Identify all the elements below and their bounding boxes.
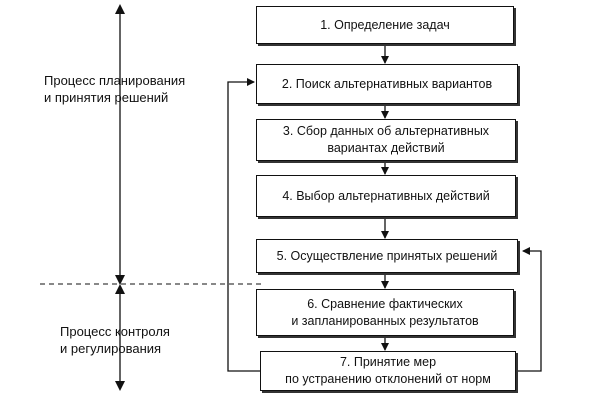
step-7-text-line2: по устранению отклонений от норм <box>285 372 491 386</box>
step-1-text: 1. Определение задач <box>320 17 450 32</box>
step-6-box: 6. Сравнение фактических и запланированн… <box>256 289 514 336</box>
step-7-box: 7. Принятие мер по устранению отклонений… <box>260 351 516 391</box>
feedback-arrow-7-to-2 <box>227 78 260 372</box>
step-3-text-line2: вариантах действий <box>327 141 445 155</box>
step-5-text: 5. Осуществление принятых решений <box>276 248 498 263</box>
control-process-label: Процесс контроля и регулирования <box>60 323 170 357</box>
step-7-text-line1: 7. Принятие мер <box>339 355 437 369</box>
step-4-text: 4. Выбор альтернативных действий <box>282 188 490 203</box>
step-1-box: 1. Определение задач <box>256 6 514 44</box>
planning-process-label: Процесс планирования и принятия решений <box>44 72 185 106</box>
step-2-box: 2. Поиск альтернативных вариантов <box>256 64 518 104</box>
step-4-box: 4. Выбор альтернативных действий <box>256 175 516 217</box>
step-3-box: 3. Сбор данных об альтернативных вариант… <box>256 119 516 161</box>
control-process-label-line1: Процесс контроля <box>60 324 170 339</box>
step-3-text-line1: 3. Сбор данных об альтернативных <box>282 124 490 138</box>
planning-process-label-line1: Процесс планирования <box>44 73 186 88</box>
step-2-text: 2. Поиск альтернативных вариантов <box>281 76 493 91</box>
control-phase-span-arrow <box>115 284 125 391</box>
feedback-arrow-7-to-5 <box>517 247 542 372</box>
step-5-box: 5. Осуществление принятых решений <box>256 239 518 273</box>
step-6-text-line2: и запланированных результатов <box>291 313 479 328</box>
planning-phase-span-arrow <box>115 4 125 285</box>
planning-process-label-line2: и принятия решений <box>44 90 169 105</box>
step-6-text-line1: 6. Сравнение фактических <box>307 296 463 311</box>
control-process-label-line2: и регулирования <box>60 341 162 356</box>
